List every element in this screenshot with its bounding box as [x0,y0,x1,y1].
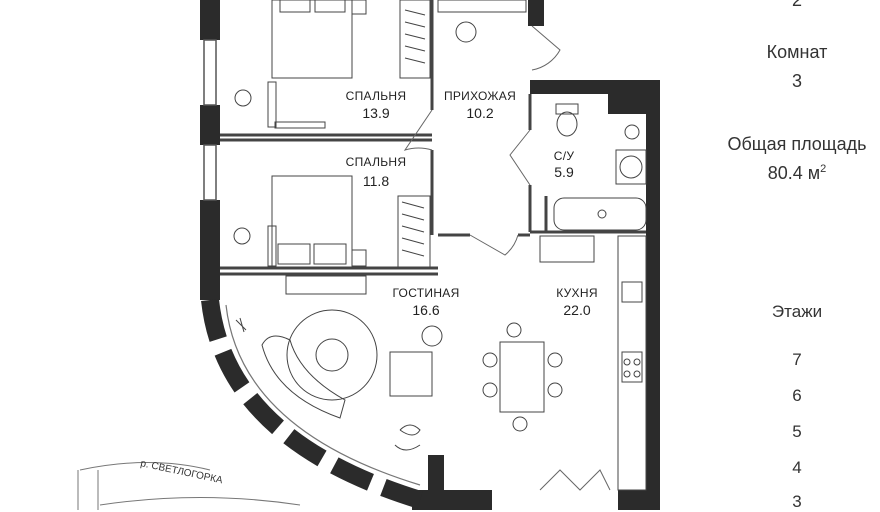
desk-1 [234,81,326,129]
room-area-bedroom-1: 13.9 [362,105,389,121]
interior-walls [220,0,646,276]
curved-wall [201,298,423,509]
room-area-hallway: 10.2 [466,105,493,121]
floor-option-7[interactable]: 7 [792,350,802,369]
bathroom-fixtures [553,103,647,231]
room-name-kitchen: КУХНЯ [556,286,598,300]
room-name-bedroom-2: СПАЛЬНЯ [346,155,407,169]
area-label: Общая площадь [727,134,867,154]
room-area-bedroom-2: 11.8 [363,173,389,189]
wardrobe-2 [397,195,431,269]
room-name-bedroom-1: СПАЛЬНЯ [346,89,407,103]
room-area-living: 16.6 [412,302,439,318]
total-area: Общая площадь 80.4 м2 [690,134,880,184]
rooms-count: Комнат 3 [690,42,880,92]
floor-option-4[interactable]: 4 [792,458,802,477]
floor-option-3[interactable]: 3 [792,492,802,511]
area-value: 80.4 м2 [690,163,880,184]
floor-option-6[interactable]: 6 [792,386,802,405]
floor-plan: СПАЛЬНЯ 13.9 ПРИХОЖАЯ 10.2 С/У 5.9 СПАЛЬ… [77,0,660,510]
river-label: р. СВЕТЛОГОРКА [139,458,223,486]
rooms-label: Комнат [766,42,828,62]
doors [403,25,611,491]
room-name-hallway: ПРИХОЖАЯ [444,89,516,103]
bed-2 [271,175,367,269]
kitchen-counter [539,235,647,491]
area-unit-sup: 2 [820,163,827,175]
wardrobe-1 [399,0,431,79]
walls [200,0,660,510]
room-name-bathroom: С/У [554,149,575,163]
windows [203,39,217,201]
room-area-kitchen: 22.0 [563,302,590,318]
area-value-text: 80.4 м [767,163,821,183]
floors-label: Этажи [771,302,823,321]
desk-2 [233,225,277,267]
top-partial-value: 2 [791,0,802,10]
living-furniture [235,275,443,451]
floor-option-5[interactable]: 5 [792,422,802,441]
room-area-bathroom: 5.9 [554,164,574,180]
bed-1 [271,0,367,79]
hall-closet [437,0,527,43]
summary-top-partial: 2 [690,0,880,11]
rooms-value: 3 [791,71,802,91]
room-name-living: ГОСТИНАЯ [392,286,459,300]
river-lines [77,462,301,510]
dining-table [482,322,563,432]
